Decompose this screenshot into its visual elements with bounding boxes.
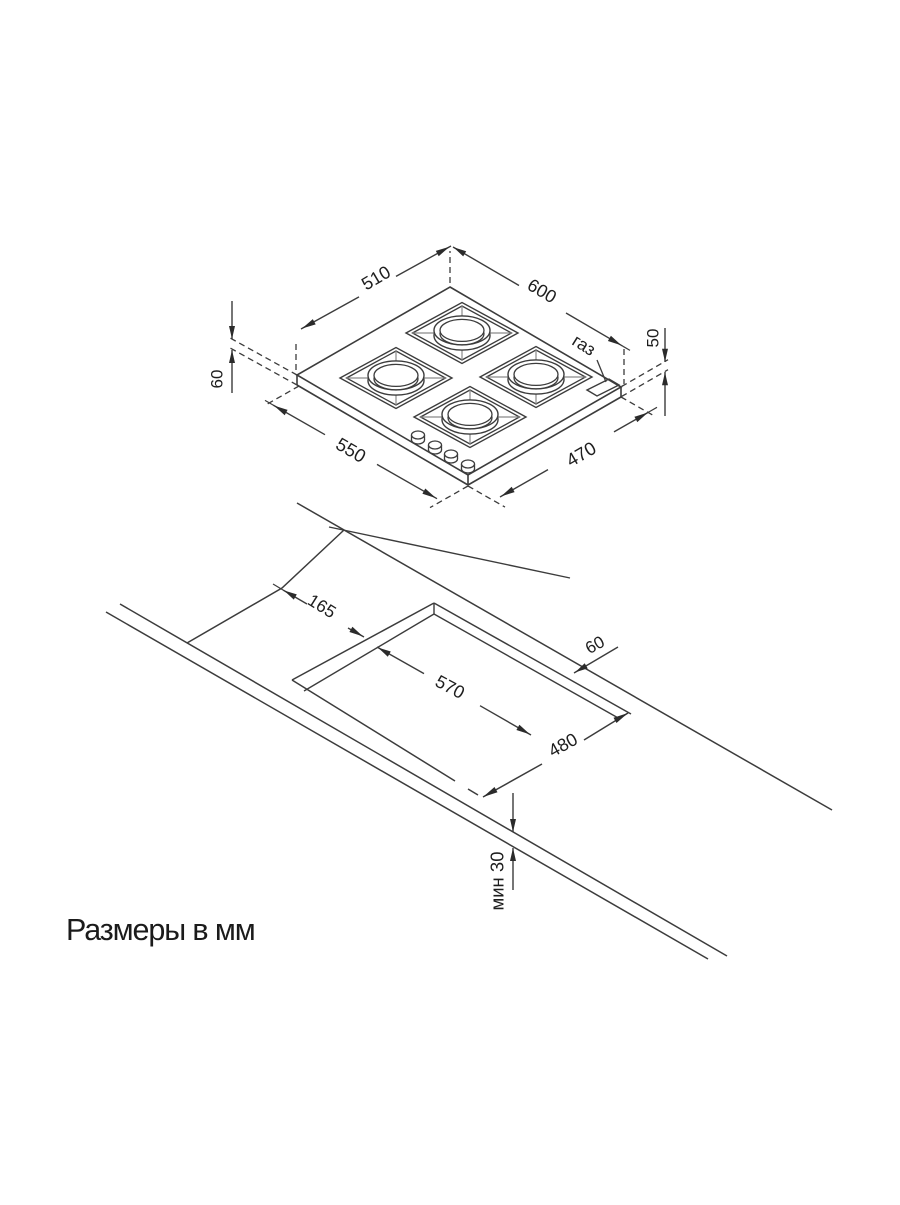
svg-text:мин 30: мин 30 xyxy=(487,852,508,911)
svg-text:50: 50 xyxy=(644,329,663,348)
svg-text:60: 60 xyxy=(208,370,227,389)
svg-text:Размеры в мм: Размеры в мм xyxy=(66,913,255,947)
